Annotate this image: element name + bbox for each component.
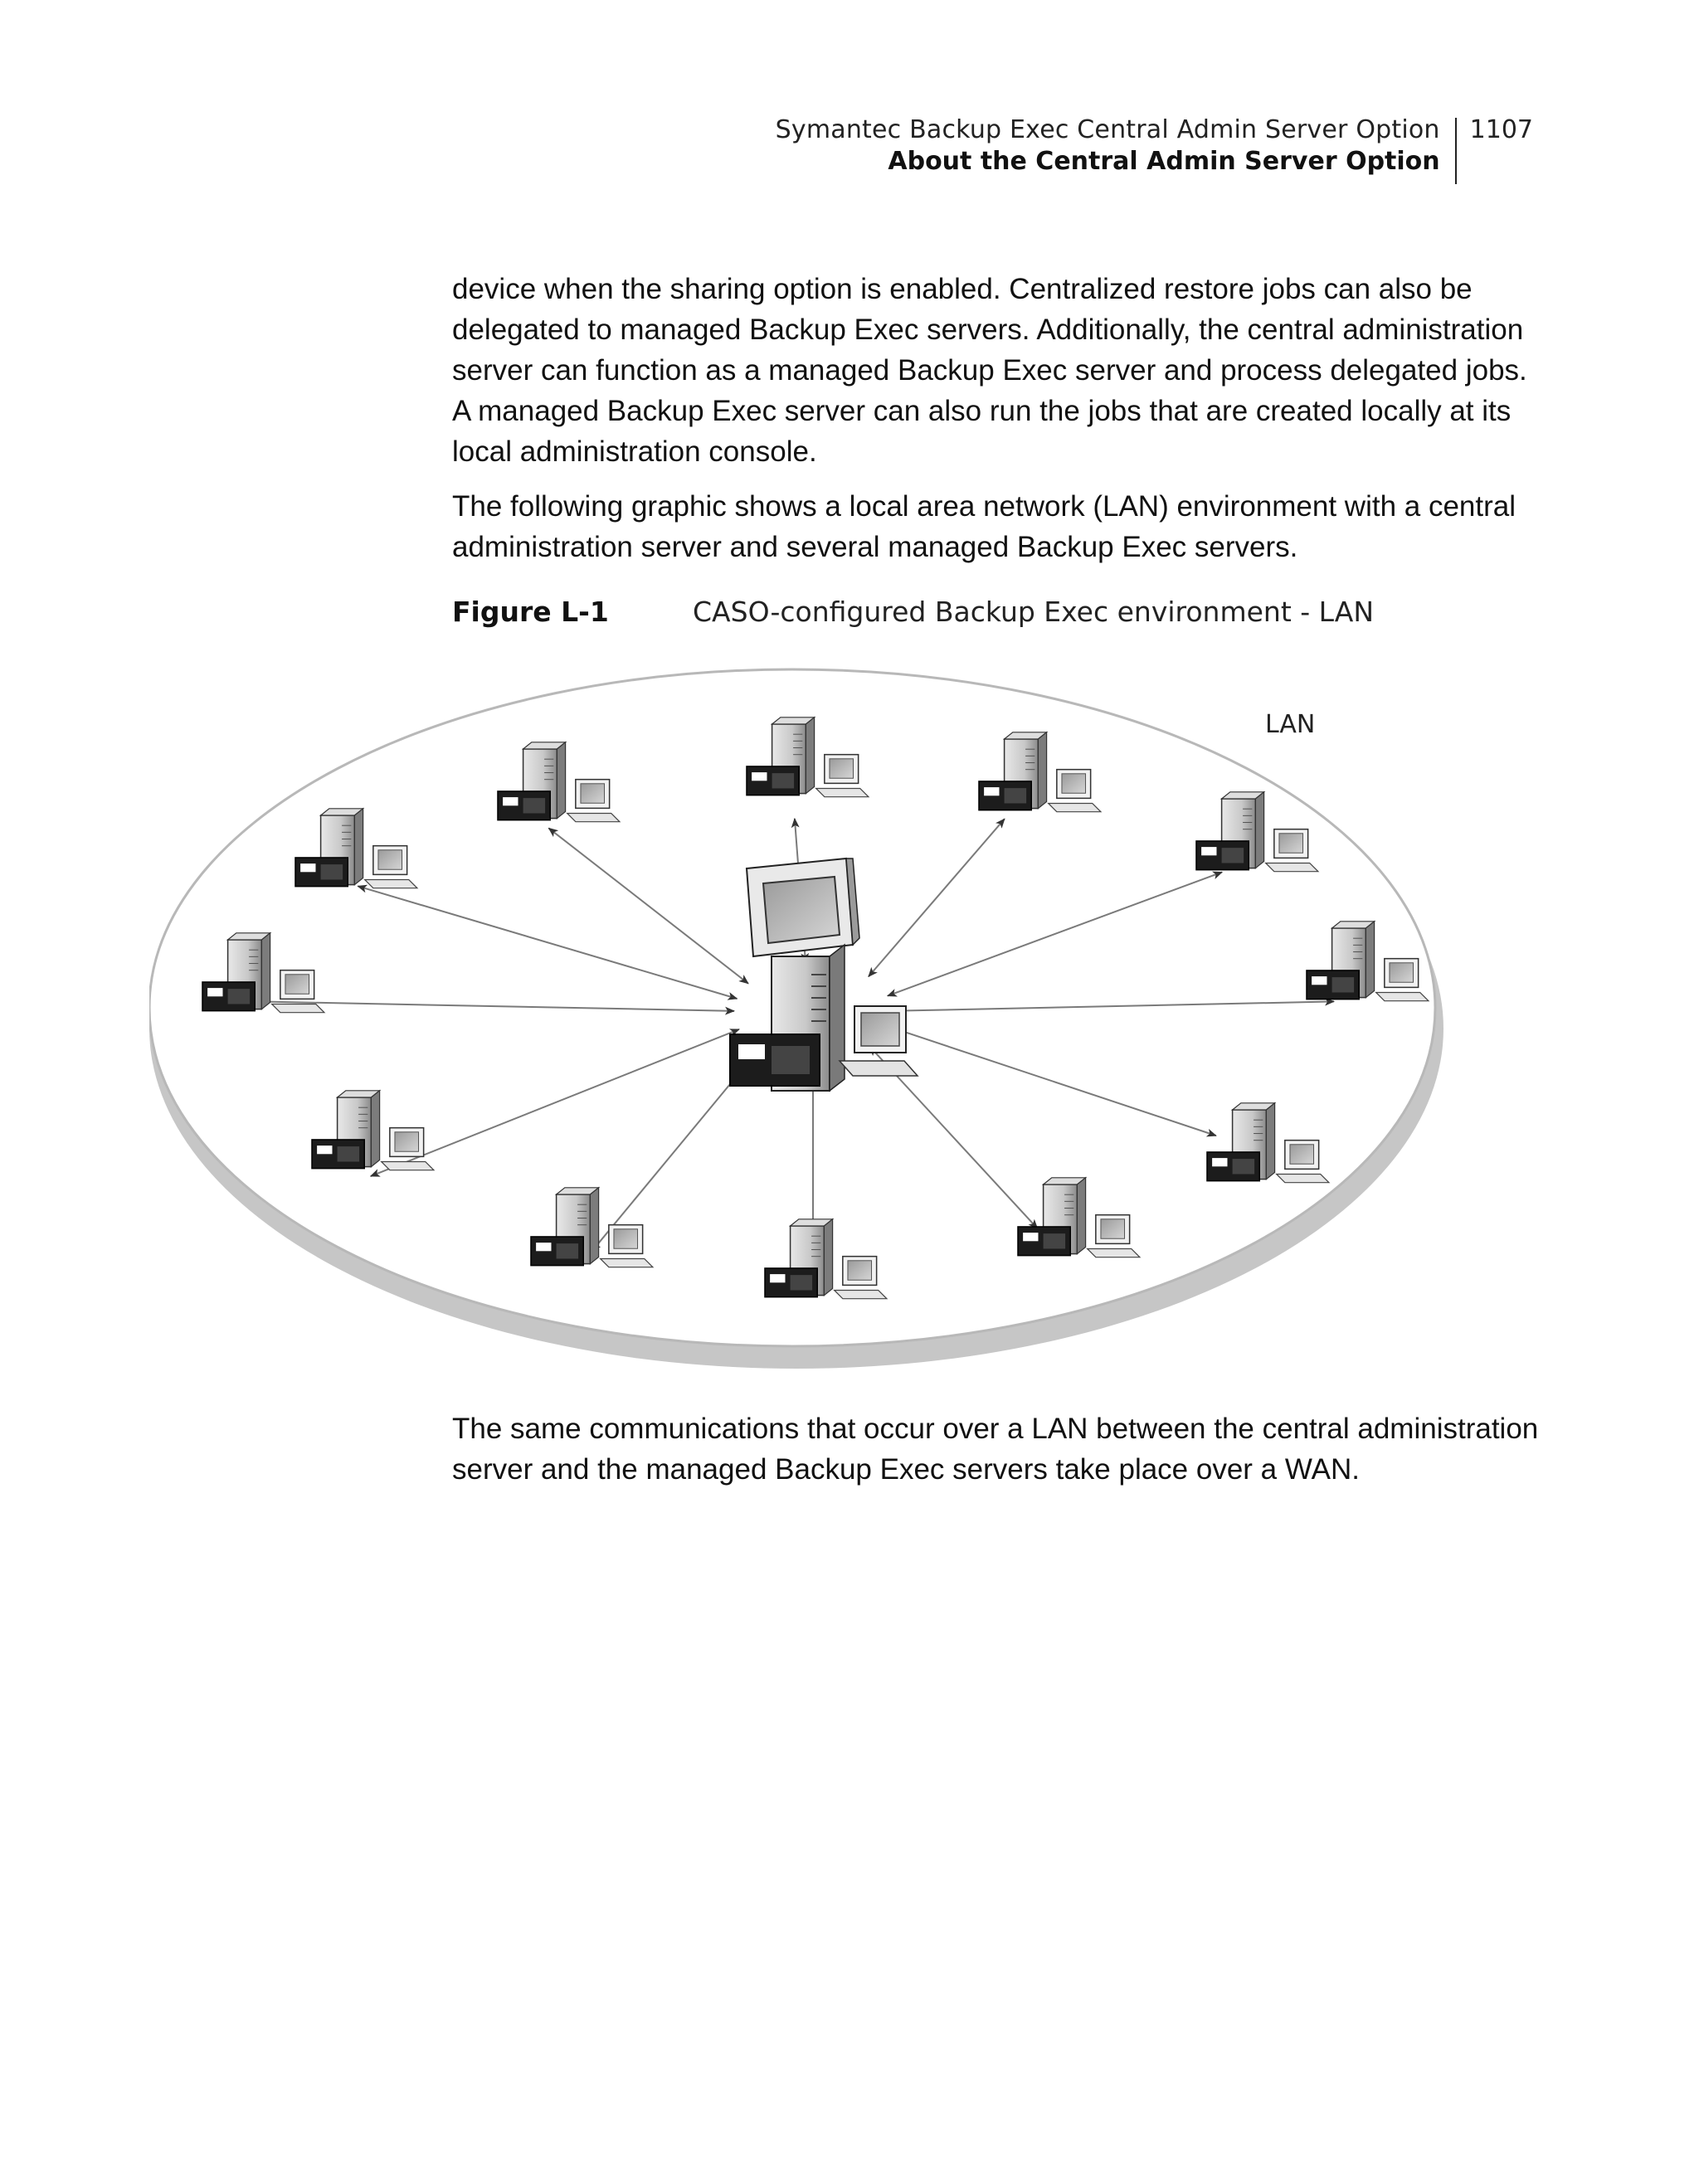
header-divider bbox=[1454, 118, 1457, 184]
paragraph-3: The same communications that occur over … bbox=[452, 1408, 1555, 1490]
paragraph-line: administration server and several manage… bbox=[452, 531, 1298, 563]
connection-arrow bbox=[357, 884, 738, 1000]
connection-arrows bbox=[256, 817, 1336, 1256]
lan-diagram: LAN bbox=[148, 668, 1477, 1394]
paragraph-line: server can function as a managed Backup … bbox=[452, 354, 1527, 387]
page-header: Symantec Backup Exec Central Admin Serve… bbox=[776, 114, 1533, 184]
lan-label: LAN bbox=[1265, 710, 1315, 739]
paragraph-line: A managed Backup Exec server can also ru… bbox=[452, 395, 1512, 427]
figure-caption: Figure L-1 CASO-configured Backup Exec en… bbox=[452, 596, 1374, 628]
figure-caption-text: CASO-configured Backup Exec environment … bbox=[693, 596, 1375, 628]
chapter-title: Symantec Backup Exec Central Admin Serve… bbox=[775, 115, 1440, 144]
lan-diagram-svg: LAN bbox=[148, 668, 1443, 1369]
connection-arrow bbox=[256, 997, 736, 1015]
paragraph-line: local administration console. bbox=[452, 435, 817, 468]
connection-arrow bbox=[887, 1025, 1217, 1137]
paragraph-1: device when the sharing option is enable… bbox=[452, 269, 1555, 472]
page-number: 1107 bbox=[1469, 115, 1533, 144]
section-title: About the Central Admin Server Option bbox=[888, 147, 1440, 176]
figure-label: Figure L-1 bbox=[452, 596, 609, 628]
connection-arrow bbox=[890, 997, 1336, 1015]
paragraph-line: server and the managed Backup Exec serve… bbox=[452, 1453, 1360, 1486]
central-admin-server-icon bbox=[729, 857, 919, 1092]
paragraph-2: The following graphic shows a local area… bbox=[452, 486, 1555, 567]
connection-arrow bbox=[869, 1045, 1039, 1229]
header-text: Symantec Backup Exec Central Admin Serve… bbox=[776, 114, 1455, 178]
connection-arrow bbox=[886, 871, 1224, 997]
paragraph-line: delegated to managed Backup Exec servers… bbox=[452, 314, 1524, 346]
paragraph-line: The same communications that occur over … bbox=[452, 1413, 1539, 1445]
paragraph-line: device when the sharing option is enable… bbox=[452, 273, 1473, 305]
paragraph-line: The following graphic shows a local area… bbox=[452, 490, 1516, 523]
